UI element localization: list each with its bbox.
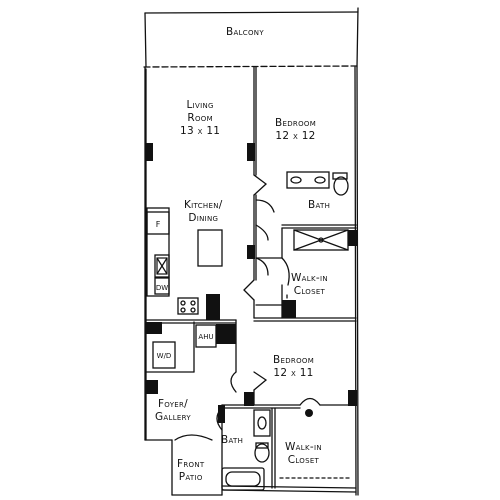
balcony-label: Balcony [226,26,264,38]
dishwasher-label: DW [156,284,168,292]
fridge-label: F [156,220,161,229]
kitchen-dining-label: Kitchen/ Dining [184,199,223,224]
bedroom1-label: Bedroom 12 x 12 [275,117,317,142]
utility-fixtures [152,324,217,369]
bath1-label: Bath [308,199,331,211]
kitchen-fixtures [146,207,223,315]
ahu-label: AHU [198,333,213,341]
bath2-fixtures [221,409,271,491]
door-swings [174,174,321,441]
living-room-label: Living Room 13 x 11 [180,99,221,137]
bath1-fixtures [286,171,349,251]
bath2-label: Bath [221,434,244,446]
bedroom2-label: Bedroom 12 x 11 [273,354,315,379]
range-icon [156,257,168,275]
front-patio-label: Front Patio [177,458,205,483]
interior-walls [145,66,357,489]
walkin-closet2-label: Walk-in Closet [285,441,322,466]
walkin-closet1-label: Walk-in Closet [291,272,328,297]
washer-dryer-label: W/D [157,352,172,360]
balcony-outline [143,7,359,68]
solid-wall-segments [146,143,357,423]
foyer-gallery-label: Foyer/ Gallery [155,398,191,423]
